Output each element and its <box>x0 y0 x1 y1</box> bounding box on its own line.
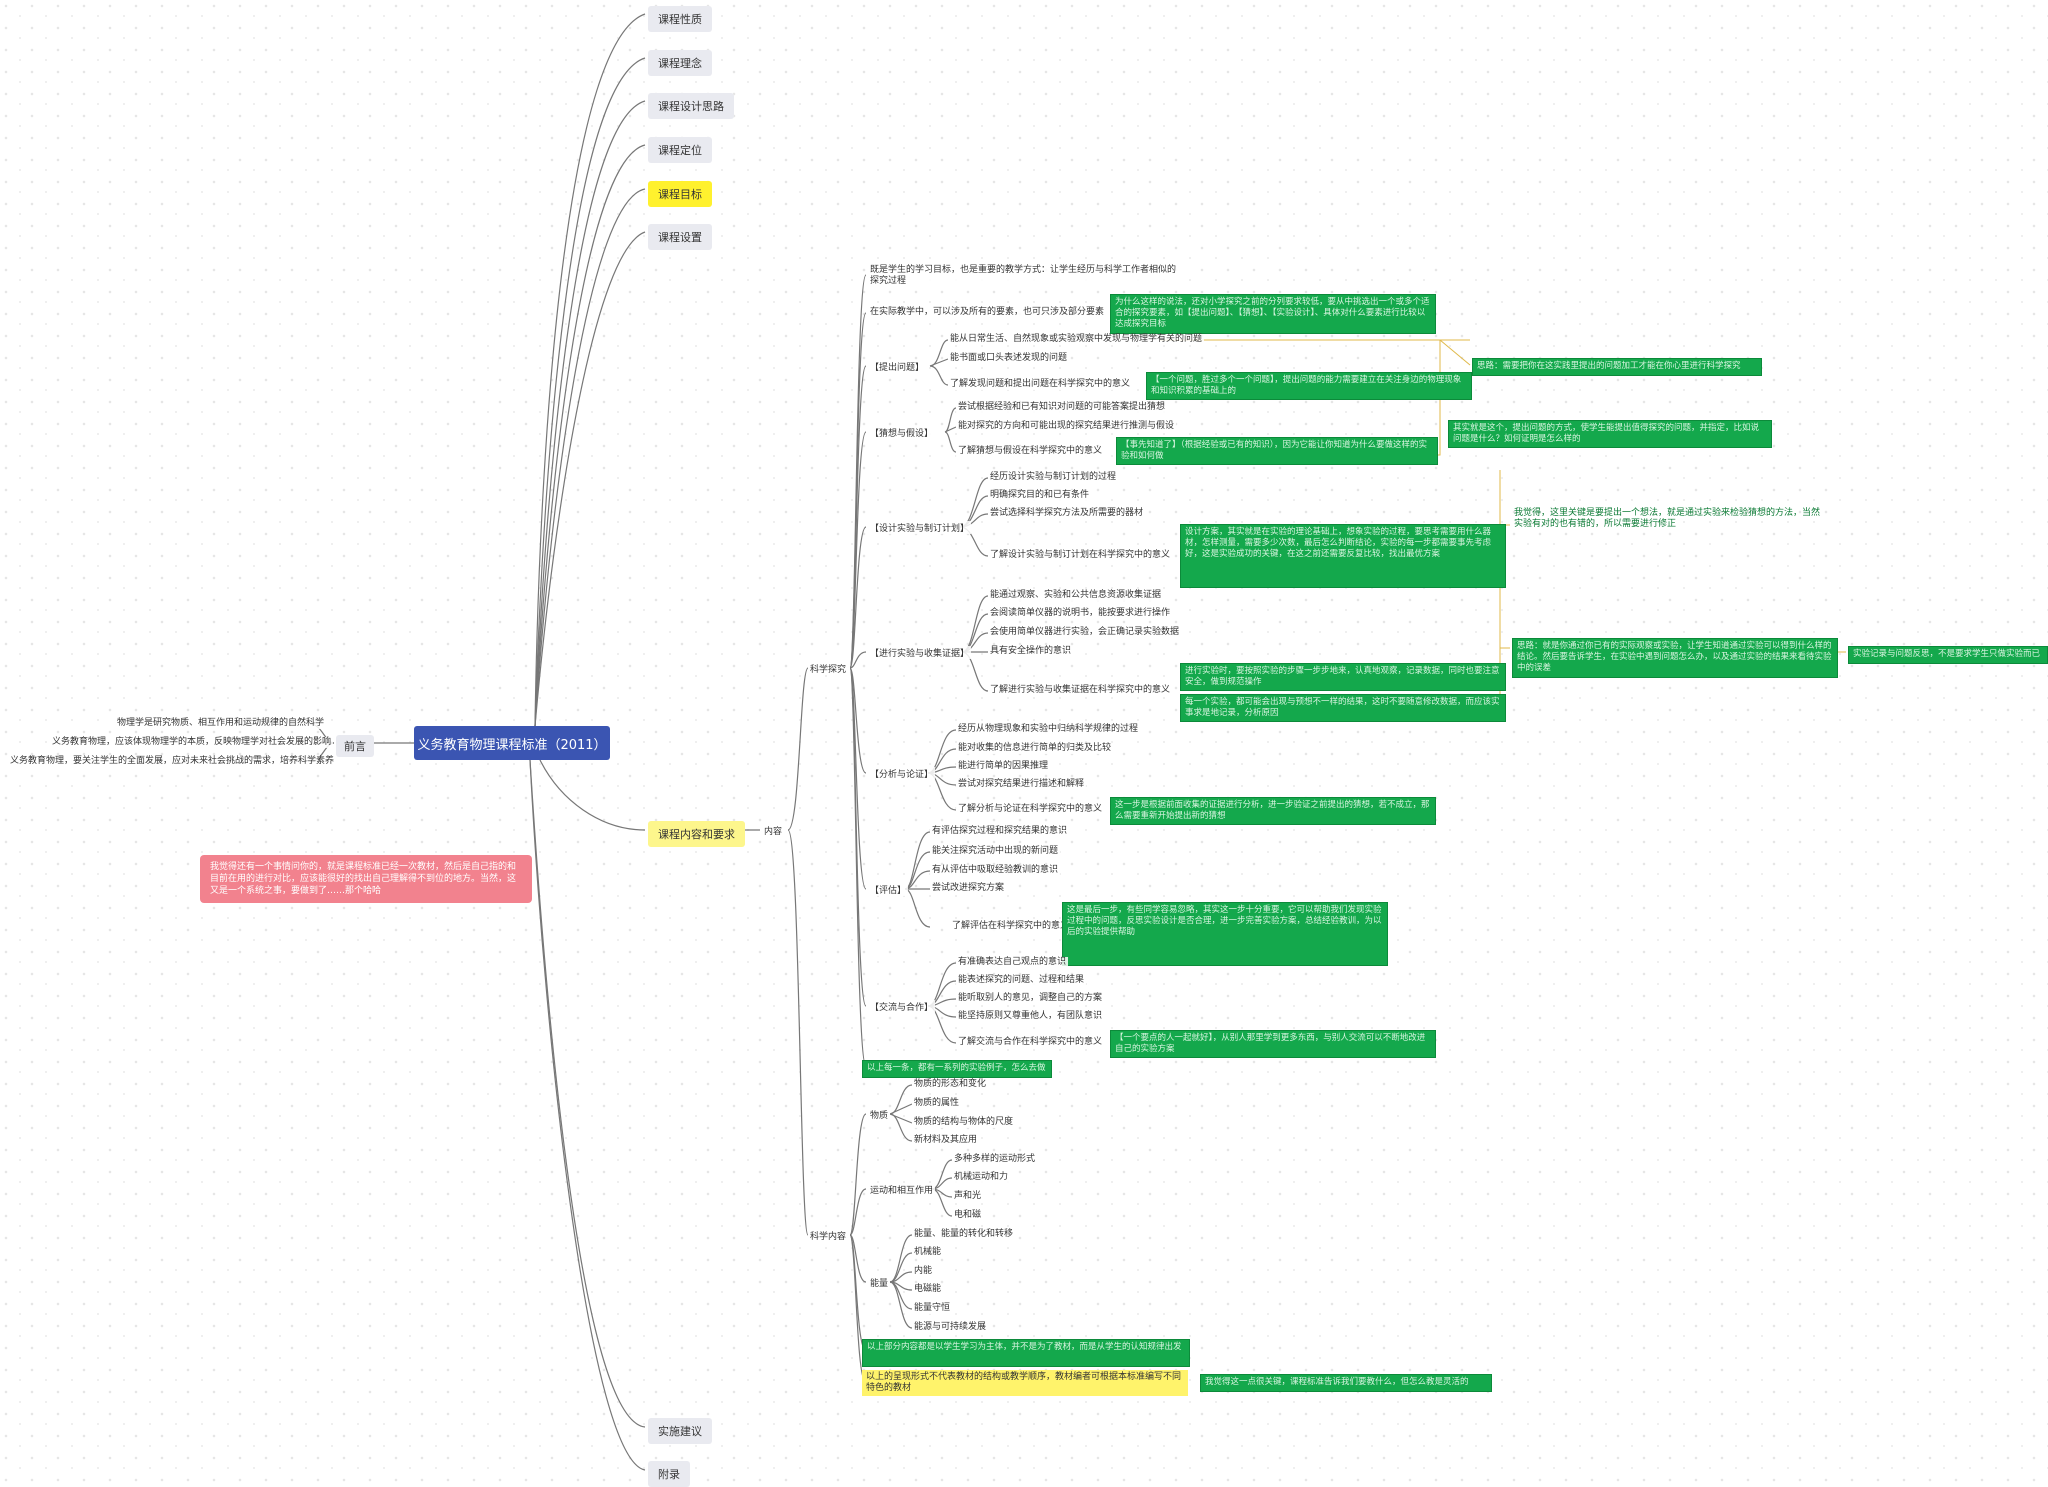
e-note-far: 实验记录与问题反思，不是要求学生只做实验而已 <box>1848 646 2048 664</box>
e-item[interactable]: 会阅读简单仪器的说明书，能按要求进行操作 <box>988 608 1173 619</box>
q-item[interactable]: 能从日常生活、自然现象或实验观察中发现与物理学有关的问题 <box>948 334 1205 345</box>
root-topic[interactable]: 义务教育物理课程标准（2011） <box>414 726 610 760</box>
c-label[interactable]: 【交流与合作】 <box>868 1000 936 1013</box>
v-item[interactable]: 有从评估中吸取经验教训的意识 <box>930 865 1061 876</box>
preface-item[interactable]: 物理学是研究物质、相互作用和运动规律的自然科学 <box>115 718 327 729</box>
preface-item[interactable]: 义务教育物理，应该体现物理学的本质，反映物理学对社会发展的影响 <box>50 737 334 748</box>
knowledge-note-2[interactable]: 以上的呈现形式不代表教材的结构或教学顺序，教材编者可根据本标准编写不同特色的教材 <box>862 1370 1188 1396</box>
topic-implementation[interactable]: 实施建议 <box>648 1418 712 1444</box>
d-item[interactable]: 尝试选择科学探究方法及所需要的器材 <box>988 508 1146 519</box>
inquiry-intro-2[interactable]: 在实际教学中，可以涉及所有的要素，也可只涉及部分要素 <box>868 307 1107 318</box>
inquiry-summary: 以上每一条，都有一系列的实验例子，怎么去做 <box>862 1060 1052 1078</box>
c-item[interactable]: 能听取别人的意见，调整自己的方案 <box>956 993 1105 1004</box>
topic-preface[interactable]: 前言 <box>336 735 374 757</box>
c-item[interactable]: 有准确表达自己观点的意识 <box>956 957 1069 968</box>
e-item[interactable]: 具有安全操作的意识 <box>988 646 1074 657</box>
inquiry-intro-1[interactable]: 既是学生的学习目标，也是重要的教学方式：让学生经历与科学工作者相似的探究过程 <box>868 265 1184 287</box>
q-item[interactable]: 了解发现问题和提出问题在科学探究中的意义 <box>948 379 1133 390</box>
energy-item[interactable]: 机械能 <box>912 1247 944 1258</box>
knowledge-note-3: 我觉得这一点很关键，课程标准告诉我们要教什么，但怎么教是灵活的 <box>1200 1374 1492 1392</box>
h-label[interactable]: 【猜想与假设】 <box>868 426 936 439</box>
d-item[interactable]: 明确探究目的和已有条件 <box>988 490 1092 501</box>
motion-label[interactable]: 运动和相互作用 <box>868 1183 936 1196</box>
content-label[interactable]: 内容 <box>762 824 785 837</box>
inquiry-intro-2-note: 为什么这样的说法，还对小学探究之前的分列要求较低，要从中挑选出一个或多个适合的探… <box>1110 294 1436 334</box>
c-note: 【一个要点的人一起就好】，从别人那里学到更多东西，与别人交流可以不断地改进自己的… <box>1110 1030 1436 1058</box>
energy-item[interactable]: 能源与可持续发展 <box>912 1322 989 1333</box>
v-item[interactable]: 能关注探究活动中出现的新问题 <box>930 846 1061 857</box>
c-item[interactable]: 了解交流与合作在科学探究中的意义 <box>956 1037 1105 1048</box>
topic-course-goals[interactable]: 课程目标 <box>648 181 712 207</box>
h-item[interactable]: 了解猜想与假设在科学探究中的意义 <box>956 446 1105 457</box>
e-item[interactable]: 会使用简单仪器进行实验，会正确记录实验数据 <box>988 627 1182 638</box>
a-item[interactable]: 尝试对探究结果进行描述和解释 <box>956 779 1087 790</box>
q-label[interactable]: 【提出问题】 <box>868 360 927 373</box>
e-item[interactable]: 了解进行实验与收集证据在科学探究中的意义 <box>988 685 1173 696</box>
motion-item[interactable]: 机械运动和力 <box>952 1172 1011 1183</box>
topic-course-design[interactable]: 课程设计思路 <box>648 93 734 119</box>
energy-item[interactable]: 电磁能 <box>912 1284 944 1295</box>
e-item[interactable]: 能通过观察、实验和公共信息资源收集证据 <box>988 590 1164 601</box>
v-item[interactable]: 了解评估在科学探究中的意义 <box>950 921 1072 932</box>
e-note-side: 思路：就是你通过你已有的实际观察或实验，让学生知道通过实验可以得到什么样的结论。… <box>1512 638 1838 678</box>
v-item[interactable]: 有评估探究过程和探究结果的意识 <box>930 826 1070 837</box>
d-item[interactable]: 了解设计实验与制订计划在科学探究中的意义 <box>988 550 1173 561</box>
energy-item[interactable]: 内能 <box>912 1266 935 1277</box>
h-item[interactable]: 尝试根据经验和已有知识对问题的可能答案提出猜想 <box>956 402 1168 413</box>
topic-course-content[interactable]: 课程内容和要求 <box>648 821 745 847</box>
inquiry-label[interactable]: 科学探究 <box>808 662 849 675</box>
a-item[interactable]: 能对收集的信息进行简单的归类及比较 <box>956 743 1114 754</box>
d-item[interactable]: 经历设计实验与制订计划的过程 <box>988 472 1119 483</box>
knowledge-note-1: 以上部分内容都是以学生学习为主体，并不是为了教材，而是从学生的认知规律出发 <box>862 1339 1190 1367</box>
d-label[interactable]: 【设计实验与制订计划】 <box>868 521 972 534</box>
v-note: 这是最后一步，有些同学容易忽略，其实这一步十分重要，它可以帮助我们发现实验过程中… <box>1062 902 1388 966</box>
pink-note: 我觉得还有一个事情问你的，就是课程标准已经一次教材，然后是自己指的和目前在用的进… <box>200 855 532 903</box>
topic-course-philosophy[interactable]: 课程理念 <box>648 50 712 76</box>
energy-label[interactable]: 能量 <box>868 1276 891 1289</box>
v-item[interactable]: 尝试改进探究方案 <box>930 883 1007 894</box>
q-item[interactable]: 能书面或口头表述发现的问题 <box>948 353 1070 364</box>
topic-course-position[interactable]: 课程定位 <box>648 137 712 163</box>
h-note: 【事先知道了】（根据经验或已有的知识），因为它能让你知道为什么要做这样的实验和如… <box>1116 437 1438 465</box>
topic-course-setup[interactable]: 课程设置 <box>648 224 712 250</box>
e-label[interactable]: 【进行实验与收集证据】 <box>868 646 972 659</box>
matter-item[interactable]: 物质的形态和变化 <box>912 1079 989 1090</box>
qh-note-1: 思路：需要把你在这实践里提出的问题加工才能在你心里进行科学探究 <box>1472 358 1762 376</box>
matter-item[interactable]: 物质的结构与物体的尺度 <box>912 1117 1016 1128</box>
topic-appendix[interactable]: 附录 <box>648 1461 690 1487</box>
e-note-1: 进行实验时，要按照实验的步骤一步步地来，认真地观察，记录数据，同时也要注意安全，… <box>1180 663 1506 691</box>
e-note-2: 每一个实验，都可能会出现与预想不一样的结果，这时不要随意修改数据，而应该实事求是… <box>1180 694 1506 722</box>
energy-item[interactable]: 能量守恒 <box>912 1303 953 1314</box>
topic-course-nature[interactable]: 课程性质 <box>648 6 712 32</box>
a-item[interactable]: 能进行简单的因果推理 <box>956 761 1051 772</box>
qh-note-2: 其实就是这个，提出问题的方式，使学生能提出值得探究的问题，并指定，比如说问题是什… <box>1448 420 1772 448</box>
motion-item[interactable]: 多种多样的运动形式 <box>952 1154 1038 1165</box>
knowledge-label[interactable]: 科学内容 <box>808 1229 849 1242</box>
de-note: 我觉得，这里关键是要提出一个想法，就是通过实验来检验猜想的方法，当然实验有对的也… <box>1514 508 1821 529</box>
motion-item[interactable]: 声和光 <box>952 1191 984 1202</box>
matter-label[interactable]: 物质 <box>868 1108 891 1121</box>
matter-item[interactable]: 物质的属性 <box>912 1098 962 1109</box>
c-item[interactable]: 能表述探究的问题、过程和结果 <box>956 975 1087 986</box>
h-item[interactable]: 能对探究的方向和可能出现的探究结果进行推测与假设 <box>956 421 1177 432</box>
a-label[interactable]: 【分析与论证】 <box>868 767 936 780</box>
preface-item[interactable]: 义务教育物理，要关注学生的全面发展，应对未来社会挑战的需求，培养科学素养 <box>8 756 337 767</box>
a-item[interactable]: 了解分析与论证在科学探究中的意义 <box>956 804 1105 815</box>
a-item[interactable]: 经历从物理现象和实验中归纳科学规律的过程 <box>956 724 1141 735</box>
d-note: 设计方案，其实就是在实验的理论基础上，想象实验的过程，要思考需要用什么器材，怎样… <box>1180 524 1506 588</box>
c-item[interactable]: 能坚持原则又尊重他人，有团队意识 <box>956 1011 1105 1022</box>
matter-item[interactable]: 新材料及其应用 <box>912 1135 980 1146</box>
v-label[interactable]: 【评估】 <box>868 883 909 896</box>
q-note: 【一个问题，胜过多个一个问题】，提出问题的能力需要建立在关注身边的物理现象和知识… <box>1146 372 1472 400</box>
energy-item[interactable]: 能量、能量的转化和转移 <box>912 1229 1016 1240</box>
motion-item[interactable]: 电和磁 <box>952 1210 984 1221</box>
a-note: 这一步是根据前面收集的证据进行分析，进一步验证之前提出的猜想，若不成立，那么需要… <box>1110 797 1436 825</box>
